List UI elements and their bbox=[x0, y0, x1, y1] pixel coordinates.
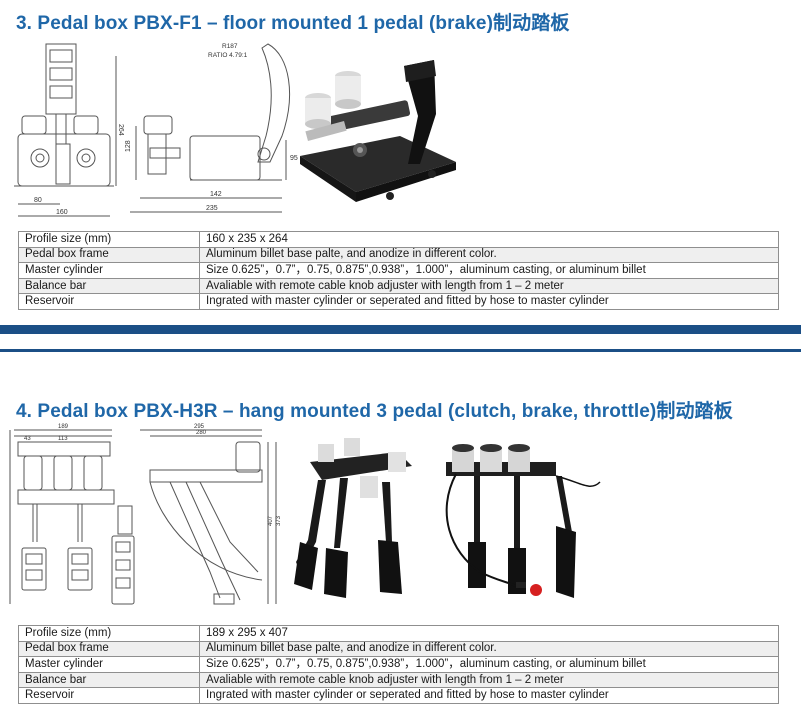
front-view-drawing bbox=[9, 429, 135, 605]
spec-value: 160 x 235 x 264 bbox=[199, 231, 779, 248]
spec-value: Ingrated with master cylinder or seperat… bbox=[199, 293, 779, 310]
spec-label: Profile size (mm) bbox=[18, 625, 200, 642]
dim-113: 113 bbox=[58, 436, 68, 442]
dim-128: 128 bbox=[125, 140, 132, 152]
spec-label: Profile size (mm) bbox=[18, 231, 200, 248]
spec-label: Pedal box frame bbox=[18, 640, 200, 658]
dim-295: 295 bbox=[194, 424, 205, 430]
table-row: Profile size (mm)189 x 295 x 407 bbox=[18, 625, 779, 642]
spec-label: Master cylinder bbox=[18, 656, 200, 673]
dim-142: 142 bbox=[210, 191, 222, 198]
dim-235: 235 bbox=[206, 205, 218, 212]
side-view-drawing bbox=[140, 429, 277, 605]
spec-label: Balance bar bbox=[18, 671, 200, 689]
spec-label: Master cylinder bbox=[18, 262, 200, 279]
pedal-box-pbx-f1-drawings: 80 160 264 R187 RATIO 4.79:1 128 95 142 … bbox=[14, 43, 456, 217]
pedal-box-pbx-h3r-drawings: 189 43 113 295 280 407 373 bbox=[9, 424, 601, 605]
spec-label: Reservoir bbox=[18, 293, 200, 310]
dim-160: 160 bbox=[56, 209, 68, 216]
spec-value: Size 0.625”，0.7”，0.75, 0.875”,0.938”，1.0… bbox=[199, 262, 779, 279]
spec-value: Ingrated with master cylinder or seperat… bbox=[199, 687, 779, 704]
spec-label: Pedal box frame bbox=[18, 246, 200, 264]
front-view-drawing bbox=[14, 43, 117, 217]
dim-43: 43 bbox=[24, 436, 31, 442]
dim-280: 280 bbox=[196, 430, 207, 436]
pbx-h3r-spec-table: Profile size (mm)189 x 295 x 407 Pedal b… bbox=[18, 625, 779, 704]
dim-407: 407 bbox=[268, 515, 274, 526]
section-divider-thick bbox=[0, 325, 801, 334]
pbx-h3r-render-front bbox=[294, 438, 412, 598]
section-4-title: 4. Pedal box PBX-H3R – hang mounted 3 pe… bbox=[16, 401, 733, 422]
spec-value: Aluminum billet base palte, and anodize … bbox=[199, 640, 779, 658]
section-3-title: 3. Pedal box PBX-F1 – floor mounted 1 pe… bbox=[16, 13, 570, 34]
dim-264: 264 bbox=[117, 124, 124, 136]
pbx-f1-spec-table: Profile size (mm)160 x 235 x 264 Pedal b… bbox=[18, 231, 779, 310]
spec-label: Balance bar bbox=[18, 277, 200, 295]
dim-189: 189 bbox=[58, 424, 69, 430]
ratio-label: RATIO 4.79:1 bbox=[208, 52, 248, 59]
dim-80: 80 bbox=[34, 197, 42, 204]
spec-value: Avaliable with remote cable knob adjuste… bbox=[199, 671, 779, 689]
dim-95: 95 bbox=[290, 155, 298, 162]
pbx-f1-product-render bbox=[300, 60, 456, 202]
spec-value: Size 0.625”，0.7”，0.75, 0.875”,0.938”，1.0… bbox=[199, 656, 779, 673]
section-divider-thin bbox=[0, 349, 801, 352]
dim-373: 373 bbox=[276, 515, 282, 526]
spec-value: Avaliable with remote cable knob adjuste… bbox=[199, 277, 779, 295]
table-row: Profile size (mm)160 x 235 x 264 bbox=[18, 231, 779, 248]
spec-label: Reservoir bbox=[18, 687, 200, 704]
spec-value: Aluminum billet base palte, and anodize … bbox=[199, 246, 779, 264]
spec-value: 189 x 295 x 407 bbox=[199, 625, 779, 642]
radius-label: R187 bbox=[222, 43, 238, 50]
pbx-h3r-render-side bbox=[445, 444, 601, 598]
side-view-drawing bbox=[130, 43, 291, 213]
